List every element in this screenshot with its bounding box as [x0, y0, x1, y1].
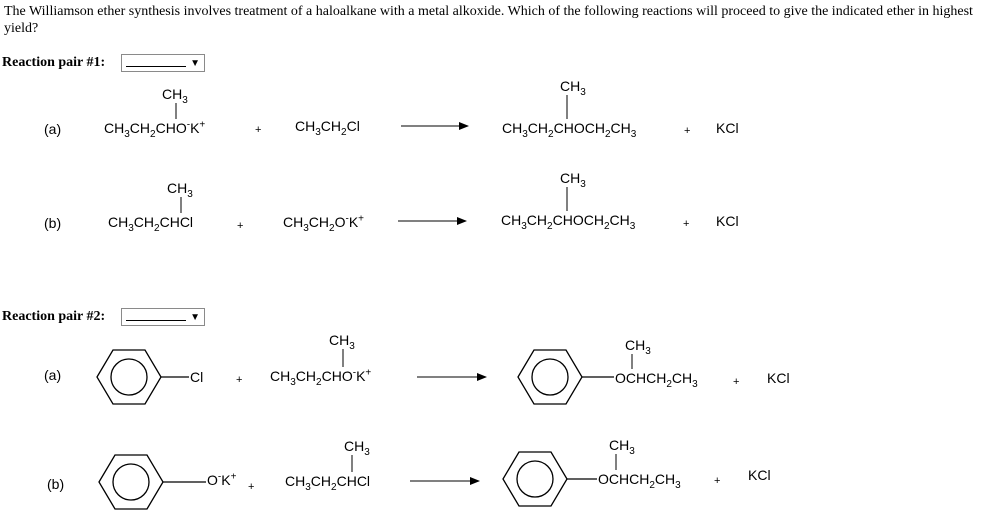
- pair2-a-plus2: +: [733, 376, 740, 388]
- pair2-b-ring-substituent: O-K+: [207, 471, 237, 488]
- pair1-a-byproduct: KCl: [716, 120, 739, 136]
- pair1-a-plus2: +: [684, 125, 691, 137]
- benzene-ring-icon: [96, 349, 189, 405]
- pair2-a-r2-methyl: CH3: [329, 332, 355, 352]
- pair1-label: Reaction pair #1:: [2, 55, 106, 70]
- benzene-ring-icon: [98, 454, 206, 510]
- pair2-dropdown-value: [126, 320, 186, 321]
- question-text: The Williamson ether synthesis involves …: [4, 4, 973, 36]
- pair1-dropdown[interactable]: ▼: [121, 54, 205, 72]
- pair1-a-reactant2: CH3CH2Cl: [295, 118, 360, 138]
- pair2-a-ring-substituent: Cl: [190, 369, 204, 385]
- pair2-b-tag: (b): [47, 476, 65, 492]
- pair2-b-product-chain: OCHCH2CH3: [598, 471, 681, 491]
- pair2-b-product-methyl: CH3: [609, 437, 635, 457]
- pair1-b-plus1: +: [237, 220, 244, 232]
- pair1-dropdown-value: [126, 66, 186, 67]
- pair1-b-plus2: +: [683, 218, 690, 230]
- pair2-b-reactant2: CH3CH2CHCl: [285, 473, 371, 493]
- pair2-b-plus1: +: [248, 481, 255, 493]
- pair2-b-r2-methyl: CH3: [344, 438, 370, 458]
- pair2-label: Reaction pair #2:: [2, 309, 106, 324]
- pair1-b-byproduct: KCl: [716, 213, 739, 229]
- pair2-a-product-chain: OCHCH2CH3: [615, 370, 698, 390]
- pair2-a-plus1: +: [236, 374, 243, 386]
- pair1-a-product-methyl: CH3: [560, 78, 586, 98]
- pair1-a-tag: (a): [44, 121, 62, 137]
- pair1-a-product: CH3CH2CHOCH2CH3: [502, 120, 637, 140]
- pair2-b-byproduct: KCl: [748, 467, 771, 483]
- pair1-a-reactant1: CH3CH2CHO-K+: [104, 119, 206, 140]
- pair2-a-product-methyl: CH3: [625, 337, 651, 357]
- pair1-b-product-methyl: CH3: [560, 170, 586, 190]
- pair1-b-r1-methyl: CH3: [167, 180, 193, 200]
- pair2-a-reactant2: CH3CH2CHO-K+: [270, 367, 372, 388]
- pair1-a-plus1: +: [255, 124, 262, 136]
- pair1-b-reactant1: CH3CH2CHCl: [108, 214, 194, 234]
- pair1-b-product: CH3CH2CHOCH2CH3: [501, 212, 636, 232]
- benzene-ring-icon: [502, 451, 597, 507]
- pair2-b-plus2: +: [714, 475, 721, 487]
- chevron-down-icon[interactable]: ▼: [190, 312, 200, 323]
- pair1-b-tag: (b): [44, 215, 62, 231]
- chevron-down-icon[interactable]: ▼: [190, 58, 200, 69]
- pair2-dropdown[interactable]: ▼: [121, 308, 205, 326]
- pair1-b-reactant2: CH3CH2O-K+: [283, 213, 365, 234]
- pair1-a-r1-methyl: CH3: [162, 86, 188, 106]
- benzene-ring-icon: [517, 349, 614, 405]
- pair2-a-tag: (a): [44, 367, 62, 383]
- pair2-a-byproduct: KCl: [767, 370, 790, 386]
